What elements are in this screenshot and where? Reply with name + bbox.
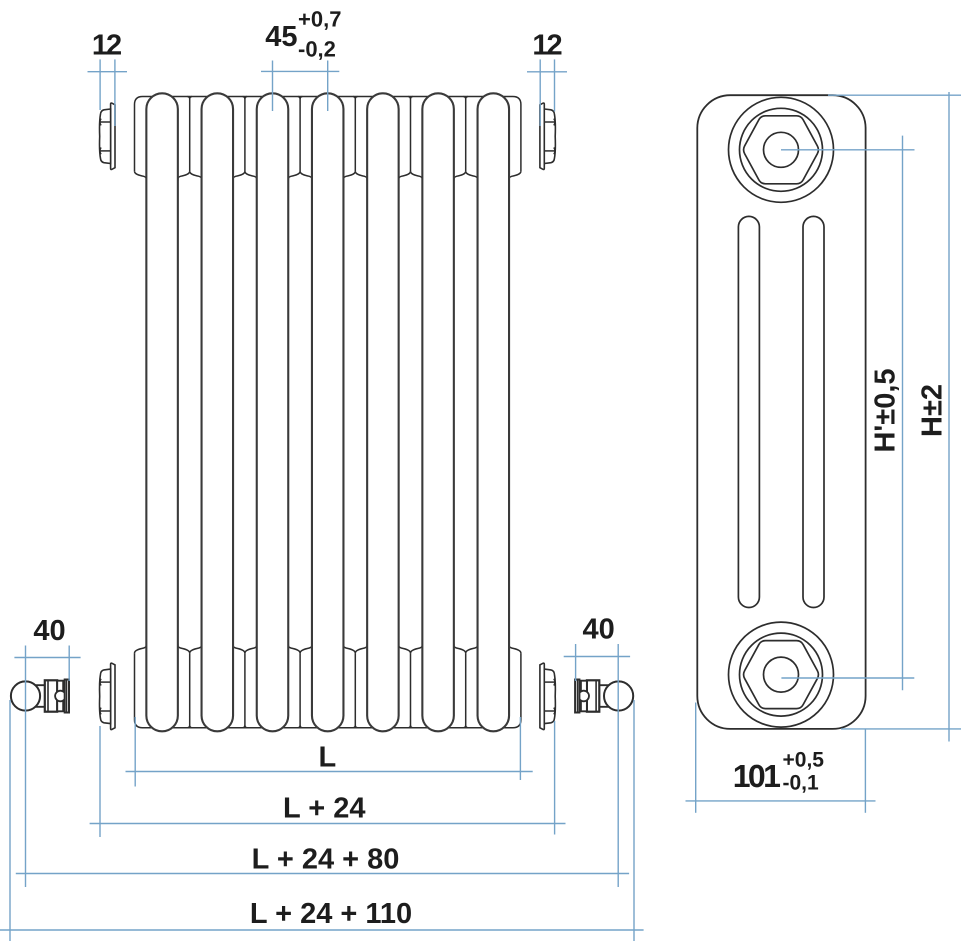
svg-text:45: 45 xyxy=(265,21,297,53)
svg-text:L + 24 + 110: L + 24 + 110 xyxy=(250,898,412,930)
svg-text:+0,5: +0,5 xyxy=(783,749,825,772)
svg-text:L + 24 + 80: L + 24 + 80 xyxy=(252,844,400,876)
svg-text:101: 101 xyxy=(733,758,780,794)
svg-text:L + 24: L + 24 xyxy=(283,793,366,825)
svg-text:H'±0,5: H'±0,5 xyxy=(870,368,902,452)
svg-text:-0,1: -0,1 xyxy=(783,772,820,795)
svg-text:12: 12 xyxy=(92,30,121,62)
svg-text:40: 40 xyxy=(582,614,614,646)
svg-text:12: 12 xyxy=(532,30,561,62)
svg-text:H±2: H±2 xyxy=(917,384,949,437)
svg-text:L: L xyxy=(319,742,337,774)
svg-text:-0,2: -0,2 xyxy=(298,37,336,62)
svg-text:+0,7: +0,7 xyxy=(298,7,341,32)
svg-text:40: 40 xyxy=(33,615,65,647)
